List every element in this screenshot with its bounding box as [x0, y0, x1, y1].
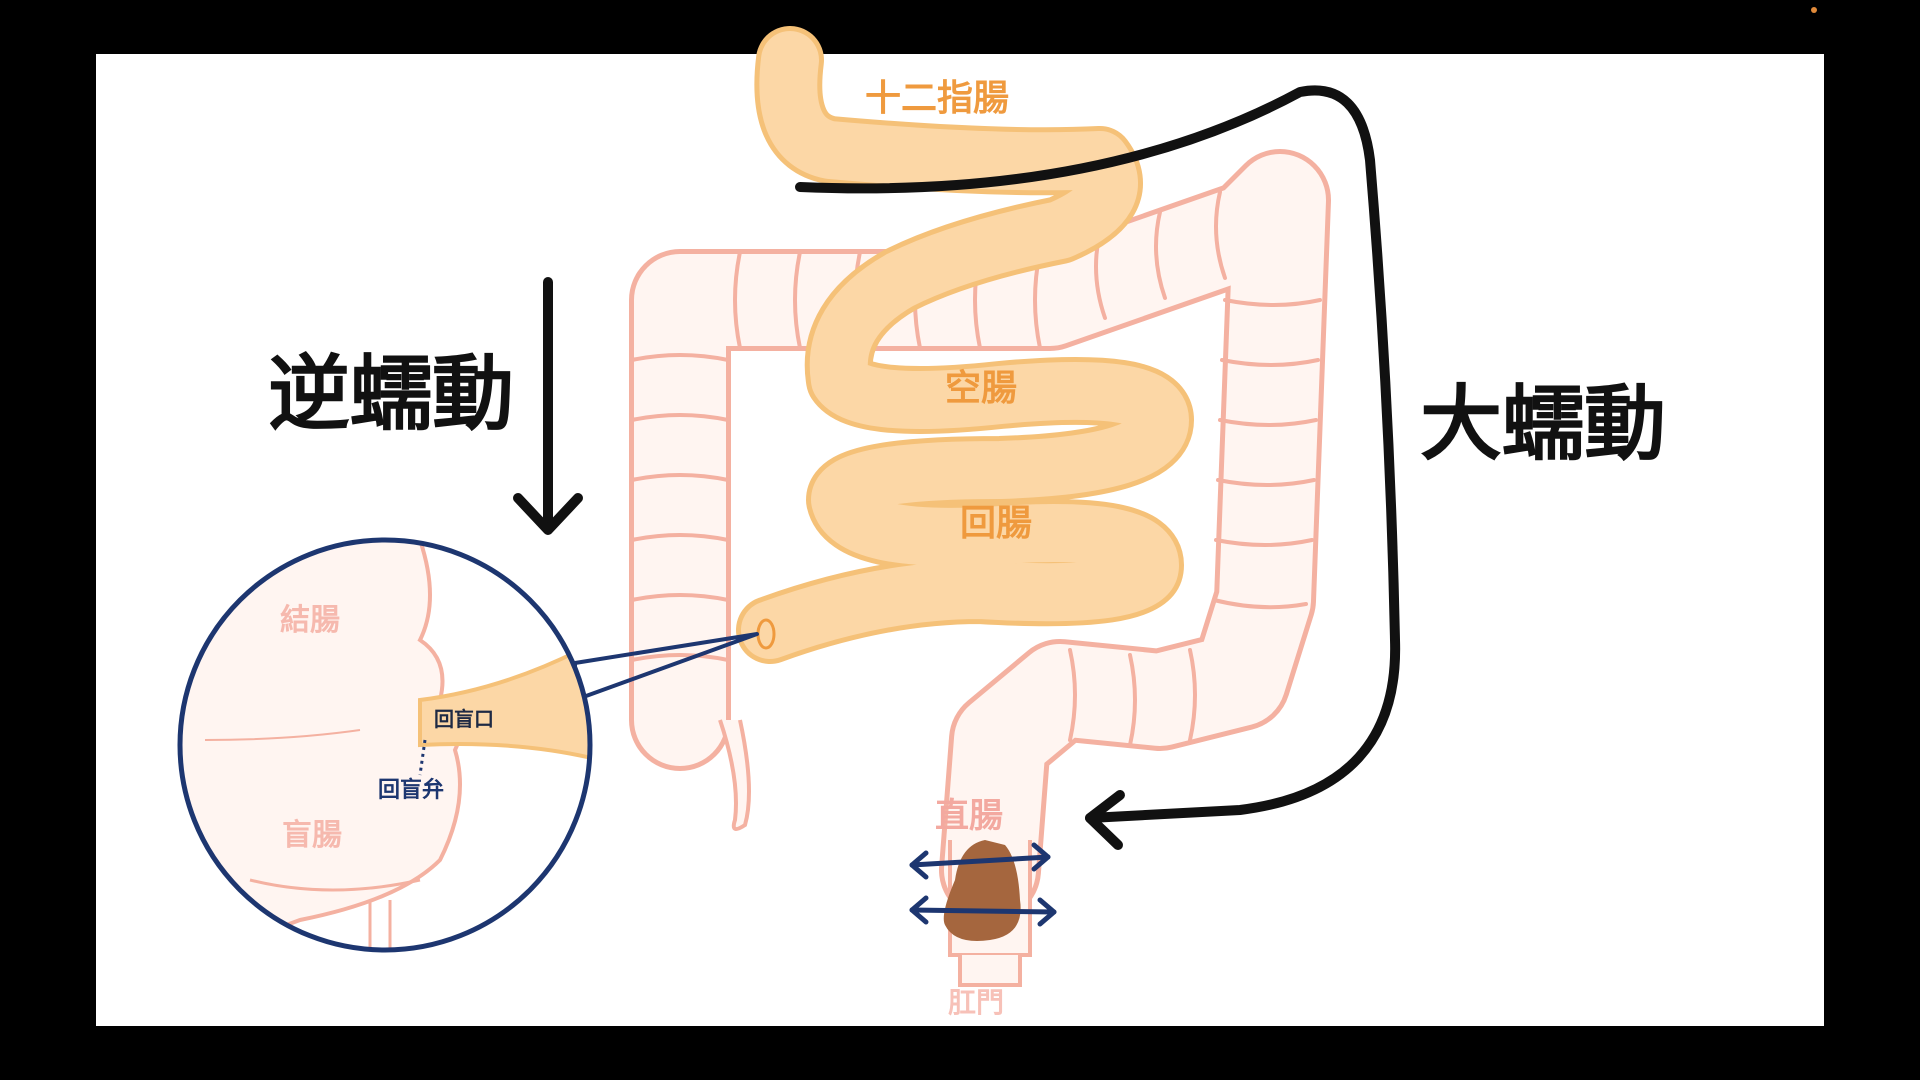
- label-rectum: 直腸: [935, 796, 1003, 836]
- label-ileum: 回腸: [960, 503, 1032, 544]
- curved-arrow-icon: [795, 85, 1401, 850]
- recording-dot: [1811, 7, 1817, 13]
- ileocecal-junction: [756, 618, 776, 650]
- label-jejunum: 空腸: [945, 368, 1017, 409]
- colon-haustra: [630, 190, 1322, 747]
- stool: [943, 840, 1021, 941]
- arrow-down-icon: [513, 277, 583, 535]
- label-mass-peristalsis: 大蠕動: [1420, 377, 1666, 472]
- label-anus: 肛門: [948, 986, 1004, 1019]
- zoom-inset: [177, 537, 759, 953]
- label-ileocecal-valve: 回盲弁: [378, 777, 444, 803]
- label-antiperistalsis: 逆蠕動: [268, 347, 514, 442]
- double-arrow-icon: [909, 842, 1057, 927]
- label-duodenum: 十二指腸: [865, 78, 1009, 119]
- label-cecum: 盲腸: [282, 818, 342, 853]
- label-ileocecal-orifice: 回盲口: [434, 707, 494, 731]
- label-colon: 結腸: [280, 603, 340, 638]
